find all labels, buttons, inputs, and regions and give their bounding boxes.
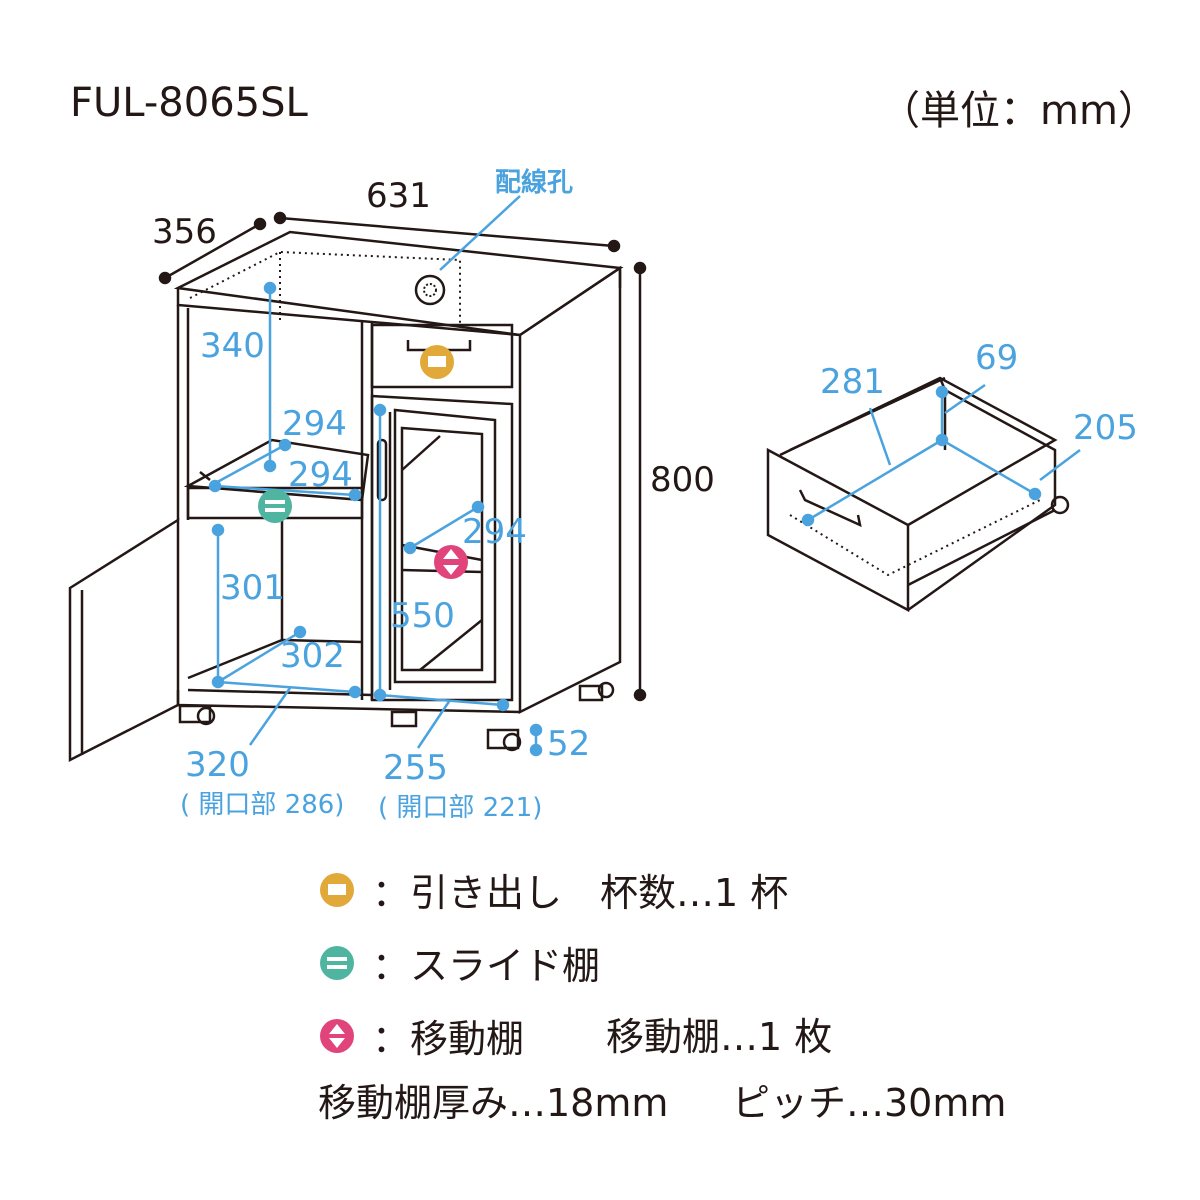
- caster-height-label: 52: [547, 724, 591, 764]
- movable-shelf-count: 移動棚…1 枚: [606, 1015, 833, 1059]
- left-opening-label: ( 開口部 286): [180, 790, 345, 820]
- movable-shelf-thickness: 移動棚厚み…18mm: [318, 1081, 669, 1125]
- drawer-detail: [766, 376, 1070, 613]
- left-upper-height-label: 340: [200, 326, 265, 366]
- slide-shelf: [183, 438, 370, 502]
- caster-front-left: [178, 704, 216, 726]
- drawer-depth-label: 205: [1073, 408, 1138, 448]
- drawer-width-label: 281: [820, 362, 885, 402]
- right-opening-label: ( 開口部 221): [378, 793, 543, 823]
- drawing-movable-badge: [434, 545, 468, 579]
- legend-movable-shelf: ：移動棚: [320, 1008, 524, 1063]
- movable-shelf-depth-label: 294: [462, 512, 527, 552]
- cabinet-top: [173, 230, 624, 337]
- width-label: 631: [366, 176, 431, 216]
- height-label: 800: [650, 460, 715, 500]
- door-handle: [376, 438, 388, 502]
- legend-slide-shelf: ：スライド棚: [320, 935, 600, 990]
- caster-back: [390, 681, 615, 728]
- left-door: [68, 517, 180, 763]
- slide-shelf-icon: [320, 945, 354, 980]
- glass-door: [370, 394, 514, 702]
- drawer-icon: [320, 872, 354, 907]
- right-bottom-width-label: 255: [383, 748, 448, 788]
- slide-shelf-width-label: 294: [288, 455, 353, 495]
- wiring-hole-label: 配線孔: [495, 168, 574, 198]
- model-number: FUL-8065SL: [70, 80, 308, 126]
- left-lower-height-label: 301: [220, 568, 285, 608]
- drawer-height-label: 69: [975, 338, 1019, 378]
- legend-drawer-label: ：引き出し 杯数…1 杯: [372, 871, 789, 915]
- left-bottom-depth-label: 302: [280, 636, 345, 676]
- movable-shelf-icon: [320, 1018, 354, 1053]
- drawer-front: [370, 323, 514, 389]
- shelf-pitch: ピッチ…30mm: [732, 1081, 1007, 1125]
- cabinet-outline: [68, 230, 624, 763]
- drawer-handle-detail: [798, 489, 862, 528]
- drawing-slide-badge: [258, 489, 292, 523]
- caster-front-right: [486, 728, 522, 752]
- slide-shelf-depth-label: 294: [282, 404, 347, 444]
- legend-slide-shelf-label: ：スライド棚: [372, 944, 601, 988]
- unit-label: （単位：mm）: [880, 88, 1158, 134]
- left-bottom-width-label: 320: [185, 745, 250, 785]
- depth-label: 356: [152, 212, 217, 252]
- right-inner-height-label: 550: [390, 596, 455, 636]
- legend-movable-shelf-label: ：移動棚: [372, 1017, 525, 1061]
- drawing-drawer-badge: [420, 345, 454, 379]
- wiring-hole-icon: [414, 274, 446, 306]
- legend-drawer: ：引き出し 杯数…1 杯: [320, 862, 788, 917]
